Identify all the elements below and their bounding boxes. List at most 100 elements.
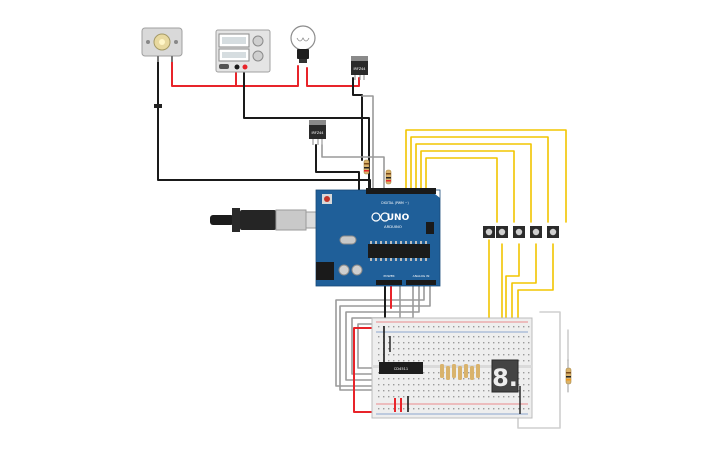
power-header[interactable] [376,280,402,285]
push-button-icon[interactable] [496,226,508,238]
breadboard-hole [528,348,530,350]
breadboard-hole [398,396,400,398]
breadboard-hole [398,408,400,410]
breadboard-hole [478,390,480,392]
breadboard-hole [433,372,435,374]
breadboard-hole [473,408,475,410]
breadboard-hole [528,360,530,362]
breadboard-hole [428,342,430,344]
breadboard-hole [428,354,430,356]
resistor-icon[interactable] [363,159,370,175]
breadboard-hole [503,336,505,338]
analog-header[interactable] [406,280,436,285]
push-button-icon[interactable] [513,226,525,238]
breadboard-hole [423,384,425,386]
dc-motor-icon[interactable] [141,27,183,108]
breadboard-hole [473,354,475,356]
breadboard-hole [483,342,485,344]
arduino-uno-board[interactable]: DIGITAL (PWM ~) UNO ARDUINO [315,188,441,287]
breadboard-hole [463,354,465,356]
breadboard-hole [448,360,450,362]
breadboard-hole [433,396,435,398]
regulator-a[interactable]: IRFZ44 [351,56,368,80]
breadboard-hole [463,360,465,362]
breadboard-hole [413,396,415,398]
breadboard-hole [508,326,510,328]
push-button-icon[interactable] [547,226,559,238]
breadboard-hole [393,408,395,410]
regulator-b[interactable]: IRFZ44 [309,120,326,145]
breadboard-hole [488,326,490,328]
breadboard-hole [388,326,390,328]
breadboard-hole [523,384,525,386]
breadboard-hole [528,384,530,386]
seven-segment-display[interactable]: 8. [491,359,519,393]
breadboard-hole [513,396,515,398]
breadboard-hole [493,348,495,350]
breadboard-hole [398,360,400,362]
breadboard-hole [438,384,440,386]
cd4511-ic[interactable]: CD4511 [379,362,423,374]
breadboard-hole [483,384,485,386]
breadboard-hole [393,336,395,338]
push-button-icon[interactable] [530,226,542,238]
breadboard-hole [388,336,390,338]
board-model-label: ARDUINO [384,224,402,229]
breadboard-hole [518,372,520,374]
breadboard-hole [433,384,435,386]
resistor-icon[interactable] [385,169,392,185]
breadboard-hole [503,348,505,350]
breadboard-hole [413,326,415,328]
breadboard-hole [438,336,440,338]
breadboard-hole [498,342,500,344]
breadboard-hole [458,342,460,344]
breadboard-hole [393,326,395,328]
breadboard-hole [383,396,385,398]
board-brand-label: UNO [387,213,410,223]
wire-gray-reg2 [361,95,374,193]
light-bulb-icon[interactable] [290,25,316,63]
breadboard-hole [388,390,390,392]
breadboard-hole [513,408,515,410]
power-supply-icon[interactable] [215,29,271,73]
breadboard-hole [388,396,390,398]
reset-button[interactable] [324,196,330,202]
breadboard-hole [428,372,430,374]
digital-header[interactable] [366,188,436,194]
breadboard-hole [483,378,485,380]
breadboard-hole [388,384,390,386]
breadboard-hole [528,336,530,338]
breadboard-hole [523,336,525,338]
breadboard-hole [453,336,455,338]
resistor-icon[interactable] [565,367,572,385]
breadboard-hole [478,360,480,362]
breadboard-hole [518,384,520,386]
breadboard-hole [493,354,495,356]
push-button-icon[interactable] [483,226,495,238]
breadboard-hole [393,360,395,362]
breadboard-hole [513,354,515,356]
breadboard-hole [408,384,410,386]
breadboard-hole [428,336,430,338]
wire-red-bulb-reg [306,67,360,87]
breadboard-hole [378,348,380,350]
breadboard-hole [423,390,425,392]
breadboard-hole [478,396,480,398]
breadboard-hole [378,360,380,362]
breadboard-hole [403,378,405,380]
ic-label: CD4511 [394,367,408,371]
breadboard-hole [403,396,405,398]
breadboard-hole [423,408,425,410]
breadboard-hole [428,326,430,328]
breadboard-hole [413,354,415,356]
breadboard-hole [378,396,380,398]
breadboard-hole [413,390,415,392]
breadboard-hole [463,378,465,380]
breadboard-hole [433,408,435,410]
breadboard-hole [498,354,500,356]
breadboard-hole [393,348,395,350]
breadboard-resistors[interactable] [440,364,480,380]
breadboard-hole [463,384,465,386]
breadboard-hole [423,348,425,350]
